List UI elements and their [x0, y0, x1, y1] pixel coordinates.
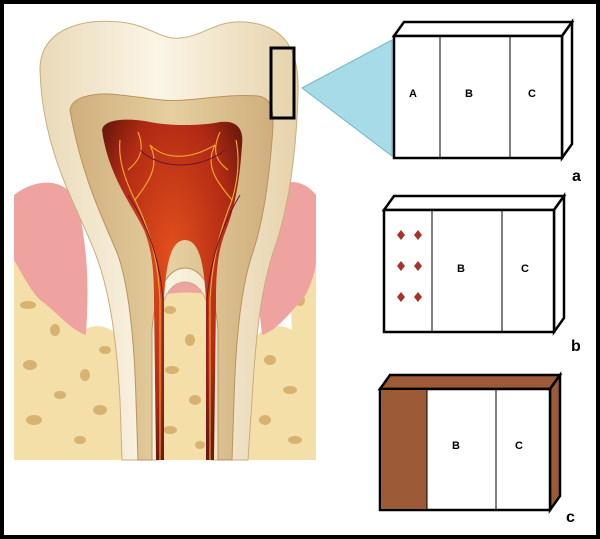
panel-c-label: c	[566, 509, 575, 526]
panel-b-top	[384, 196, 564, 210]
panel-c-top	[380, 375, 560, 389]
panel-a-top	[394, 22, 572, 36]
panel-a-region-B: B	[465, 88, 473, 100]
panel-b: B C b	[384, 196, 581, 355]
panel-a-front	[394, 36, 562, 158]
panel-a-side	[562, 22, 572, 158]
panel-c-brown-layer	[381, 390, 427, 509]
panel-c-region-B: B	[452, 440, 460, 452]
panel-c-side	[550, 375, 560, 510]
panel-b-region-B: B	[457, 263, 465, 275]
panel-c: B C c	[380, 375, 575, 526]
panel-a-region-A: A	[409, 88, 417, 100]
panel-a-label: a	[572, 168, 581, 185]
panel-b-label: b	[571, 338, 581, 355]
panel-b-region-C: C	[521, 263, 529, 275]
panel-b-side	[554, 196, 564, 332]
panel-c-region-C: C	[515, 440, 523, 452]
panel-a-region-C: C	[528, 88, 536, 100]
